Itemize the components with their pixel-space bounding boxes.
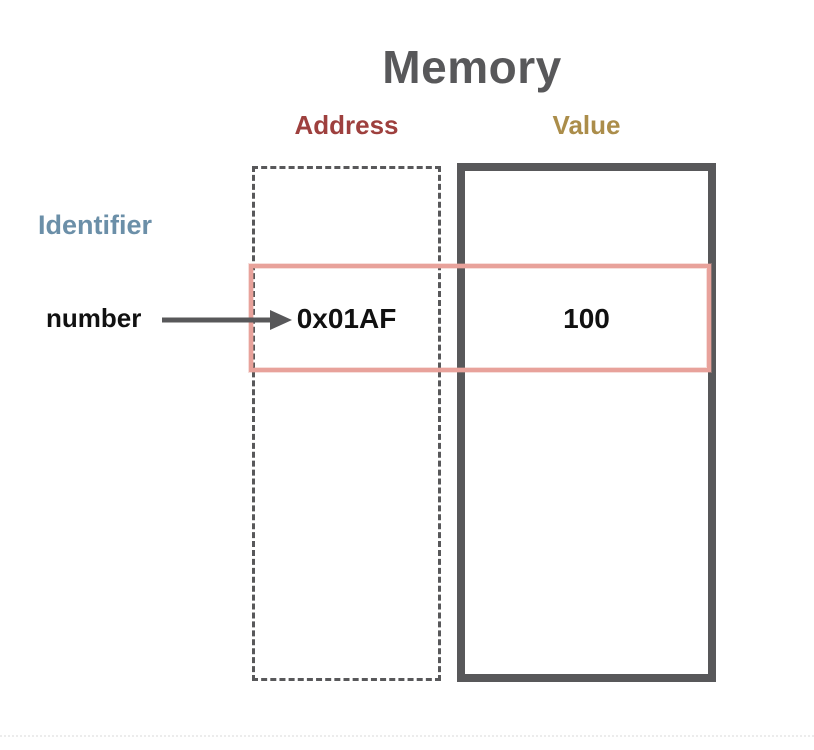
page-bottom-edge — [0, 735, 814, 737]
value-column-box — [457, 163, 716, 682]
memory-stored-value: 100 — [563, 303, 610, 334]
value-column-header: Value — [552, 110, 621, 140]
address-column-header: Address — [294, 110, 399, 140]
arrow-right-icon — [162, 310, 292, 330]
diagram-title: Memory — [382, 41, 562, 93]
variable-name-label: number — [46, 303, 142, 333]
identifier-label: Identifier — [38, 210, 153, 240]
memory-address-value: 0x01AF — [296, 303, 397, 334]
address-column-box — [252, 166, 441, 681]
